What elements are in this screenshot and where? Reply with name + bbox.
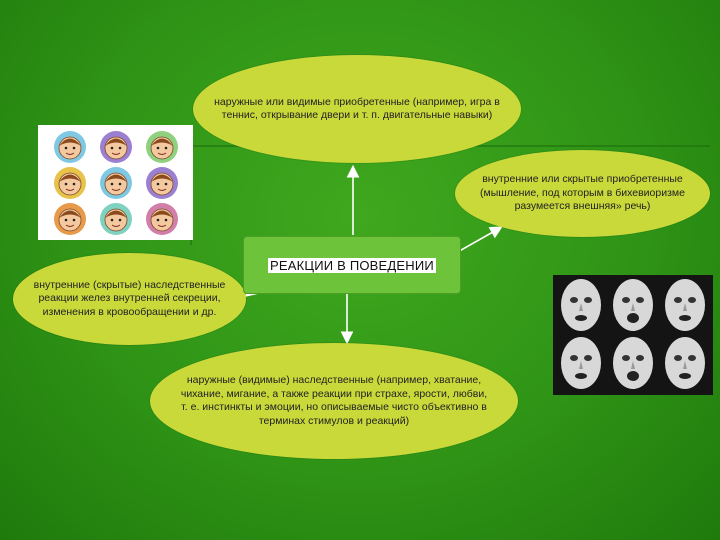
cartoon-face — [146, 167, 178, 199]
center-label: РЕАКЦИИ В ПОВЕДЕНИИ — [268, 257, 436, 273]
node-left-hereditary-hidden: внутренние (скрытые) наследственные реак… — [13, 253, 246, 345]
theatre-mask — [561, 337, 601, 389]
cartoon-face — [54, 131, 86, 163]
node-bottom-hereditary-visible: наружные (видимые) наследственные (напри… — [150, 343, 518, 459]
cartoon-face — [100, 203, 132, 235]
theatre-mask — [613, 337, 653, 389]
theatre-mask — [613, 279, 653, 331]
theatre-mask — [665, 279, 705, 331]
cartoon-face — [54, 167, 86, 199]
node-right-text: внутренние или скрытые приобретенные (мы… — [480, 173, 685, 213]
cartoon-faces-icon — [54, 131, 178, 235]
cartoon-face — [100, 167, 132, 199]
theatre-mask — [665, 337, 705, 389]
cartoon-face — [146, 203, 178, 235]
theatre-mask — [561, 279, 601, 331]
cartoon-face — [54, 203, 86, 235]
cartoon-face — [146, 131, 178, 163]
cartoon-face — [100, 131, 132, 163]
node-right-acquired-hidden: внутренние или скрытые приобретенные (мы… — [455, 150, 710, 237]
theatre-masks-icon — [561, 279, 705, 389]
node-top-acquired-visible: наружные или видимые приобретенные (напр… — [193, 55, 521, 163]
node-top-text: наружные или видимые приобретенные (напр… — [214, 95, 500, 122]
center-label-box: РЕАКЦИИ В ПОВЕДЕНИИ — [243, 236, 461, 294]
node-bottom-text: наружные (видимые) наследственные (напри… — [180, 374, 488, 427]
theatre-masks-image — [553, 275, 713, 395]
cartoon-faces-image — [38, 125, 193, 240]
node-left-text: внутренние (скрытые) наследственные реак… — [33, 278, 226, 318]
